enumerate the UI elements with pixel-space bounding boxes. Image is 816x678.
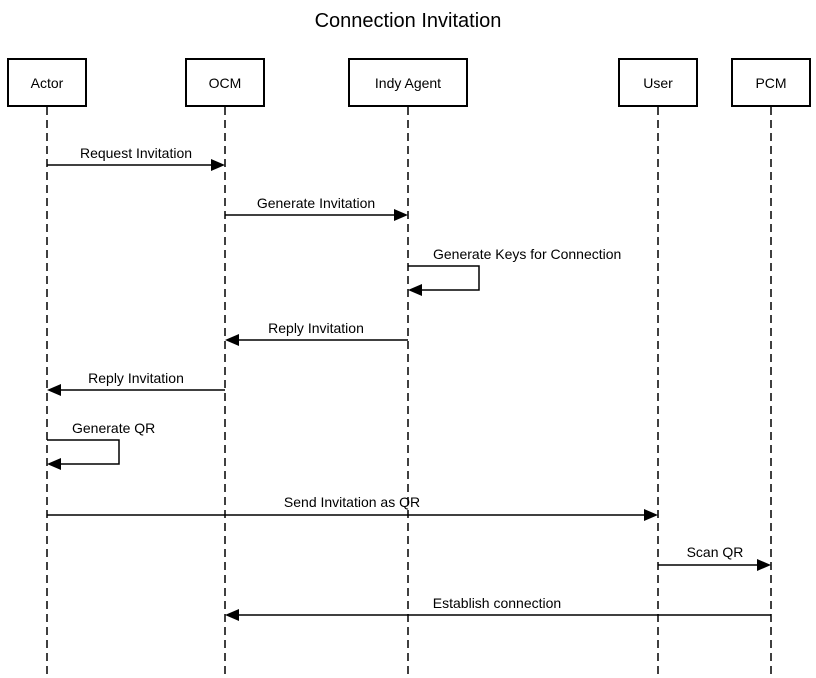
participant-label-user: User <box>643 75 673 91</box>
participant-label-actor: Actor <box>31 75 64 91</box>
message-send-invitation-as-qr: Send Invitation as QR <box>47 494 658 521</box>
diagram-title: Connection Invitation <box>315 10 502 32</box>
participant-actor: Actor <box>7 58 87 678</box>
participant-box-pcm <box>731 58 811 107</box>
message-label: Reply Invitation <box>88 370 184 386</box>
arrowhead-icon <box>757 559 771 571</box>
participant-indy-agent: Indy Agent <box>348 58 468 678</box>
participant-label-pcm: PCM <box>755 75 786 91</box>
message-reply-invitation-indy-ocm: Reply Invitation <box>225 320 408 346</box>
arrowhead-icon <box>408 284 422 296</box>
arrowhead-icon <box>225 334 239 346</box>
arrowhead-icon <box>644 509 658 521</box>
arrowhead-icon <box>47 458 61 470</box>
message-request-invitation: Request Invitation <box>47 145 225 171</box>
message-generate-keys-for-connection: Generate Keys for Connection <box>408 246 621 296</box>
message-label: Scan QR <box>687 544 744 560</box>
message-label: Generate Keys for Connection <box>433 246 621 262</box>
message-establish-connection: Establish connection <box>225 595 771 621</box>
participant-box-user <box>618 58 698 107</box>
participant-pcm: PCM <box>731 58 811 678</box>
participant-box-ocm <box>185 58 265 107</box>
arrowhead-icon <box>225 609 239 621</box>
self-message-loop <box>47 439 120 465</box>
participant-box-actor <box>7 58 87 107</box>
message-generate-invitation: Generate Invitation <box>225 195 408 221</box>
message-label: Request Invitation <box>80 145 192 161</box>
message-label: Generate Invitation <box>257 195 375 211</box>
self-message-loop <box>408 265 480 291</box>
message-generate-qr: Generate QR <box>47 420 155 470</box>
participant-label-indy-agent: Indy Agent <box>375 75 441 91</box>
message-label: Establish connection <box>433 595 561 611</box>
participant-ocm: OCM <box>185 58 265 678</box>
arrowhead-icon <box>394 209 408 221</box>
participant-user: User <box>618 58 698 678</box>
participant-box-indy-agent <box>348 58 468 107</box>
participant-label-ocm: OCM <box>209 75 242 91</box>
message-reply-invitation-ocm-actor: Reply Invitation <box>47 370 225 396</box>
message-label: Generate QR <box>72 420 155 436</box>
message-scan-qr: Scan QR <box>658 544 771 571</box>
arrowhead-icon <box>47 384 61 396</box>
arrowhead-icon <box>211 159 225 171</box>
message-label: Send Invitation as QR <box>284 494 420 510</box>
message-label: Reply Invitation <box>268 320 364 336</box>
